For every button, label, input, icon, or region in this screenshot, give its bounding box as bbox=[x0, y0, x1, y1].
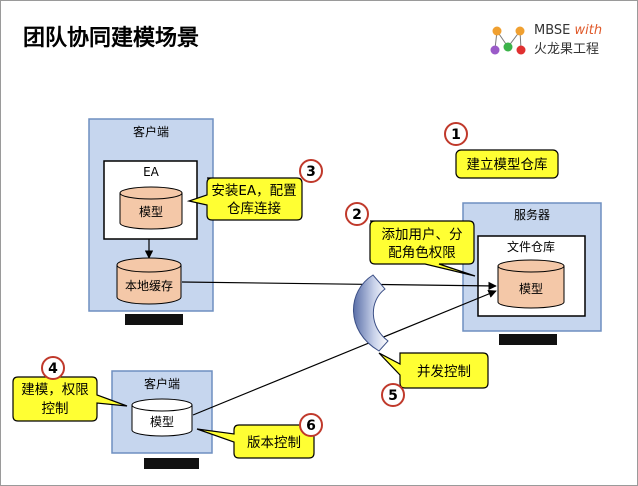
callout-6: 版本控制 bbox=[196, 424, 315, 459]
badge-4: 4 bbox=[41, 356, 65, 380]
client-bottom-label: 客户端 bbox=[144, 376, 180, 391]
client-bottom-model-cylinder bbox=[131, 398, 193, 437]
server-model-cylinder bbox=[497, 259, 565, 309]
server-base bbox=[499, 334, 557, 345]
local-cache-label: 本地缓存 bbox=[125, 279, 173, 293]
client-bottom-base bbox=[144, 458, 199, 469]
local-cache-cylinder bbox=[116, 257, 182, 305]
svg-text:3: 3 bbox=[306, 164, 316, 180]
callout-5-text: 并发控制 bbox=[417, 364, 471, 380]
callout-2-line-1: 添加用户、分 bbox=[382, 226, 463, 243]
callout-4-line-2: 控制 bbox=[42, 401, 69, 417]
callout-2-line-2: 配角色权限 bbox=[388, 244, 456, 261]
logo-text-brand: 火龙果工程 bbox=[534, 42, 599, 57]
logo-icon bbox=[490, 26, 526, 55]
badge-3: 3 bbox=[299, 159, 323, 183]
callout-1: 建立模型仓库 bbox=[455, 149, 559, 179]
callout-1-text: 建立模型仓库 bbox=[467, 157, 548, 173]
cache-to-server-arrow bbox=[181, 281, 497, 291]
callout-3-line-1: 安装EA，配置 bbox=[211, 183, 296, 199]
concurrency-shield bbox=[353, 274, 389, 352]
callout-6-text: 版本控制 bbox=[247, 435, 301, 451]
badge-5: 5 bbox=[381, 383, 405, 407]
svg-text:5: 5 bbox=[388, 388, 398, 404]
client-bottom-to-server-arrow bbox=[192, 289, 497, 416]
logo: MBSE with 火龙果工程 bbox=[490, 23, 602, 57]
page-title: 团队协同建模场景 bbox=[23, 26, 199, 51]
svg-text:2: 2 bbox=[352, 207, 362, 223]
logo-text-with: with bbox=[575, 23, 603, 38]
svg-text:6: 6 bbox=[306, 418, 316, 434]
badge-2: 2 bbox=[345, 202, 369, 226]
client-top-base bbox=[125, 314, 183, 325]
ea-label: EA bbox=[143, 165, 160, 179]
client-top-label: 客户端 bbox=[133, 124, 169, 139]
callout-5: 并发控制 bbox=[378, 352, 489, 389]
file-repo-label: 文件仓库 bbox=[507, 239, 555, 254]
callout-3: 安装EA，配置 仓库连接 bbox=[186, 177, 303, 221]
callout-4: 建模，权限 控制 bbox=[12, 376, 128, 422]
logo-text-mbse: MBSE with bbox=[534, 23, 602, 38]
badge-1: 1 bbox=[444, 122, 468, 146]
svg-text:1: 1 bbox=[451, 127, 461, 143]
callout-3-line-2: 仓库连接 bbox=[227, 200, 281, 217]
server-model-label: 模型 bbox=[519, 282, 543, 296]
callout-2: 添加用户、分 配角色权限 bbox=[369, 220, 476, 277]
server-label: 服务器 bbox=[514, 207, 550, 222]
client-bottom-model-label: 模型 bbox=[150, 415, 174, 429]
badge-6: 6 bbox=[299, 413, 323, 437]
client-top-model-label: 模型 bbox=[139, 205, 163, 219]
callout-4-line-1: 建模，权限 bbox=[21, 381, 89, 398]
svg-text:4: 4 bbox=[48, 361, 58, 377]
client-top-model-cylinder bbox=[119, 186, 183, 230]
